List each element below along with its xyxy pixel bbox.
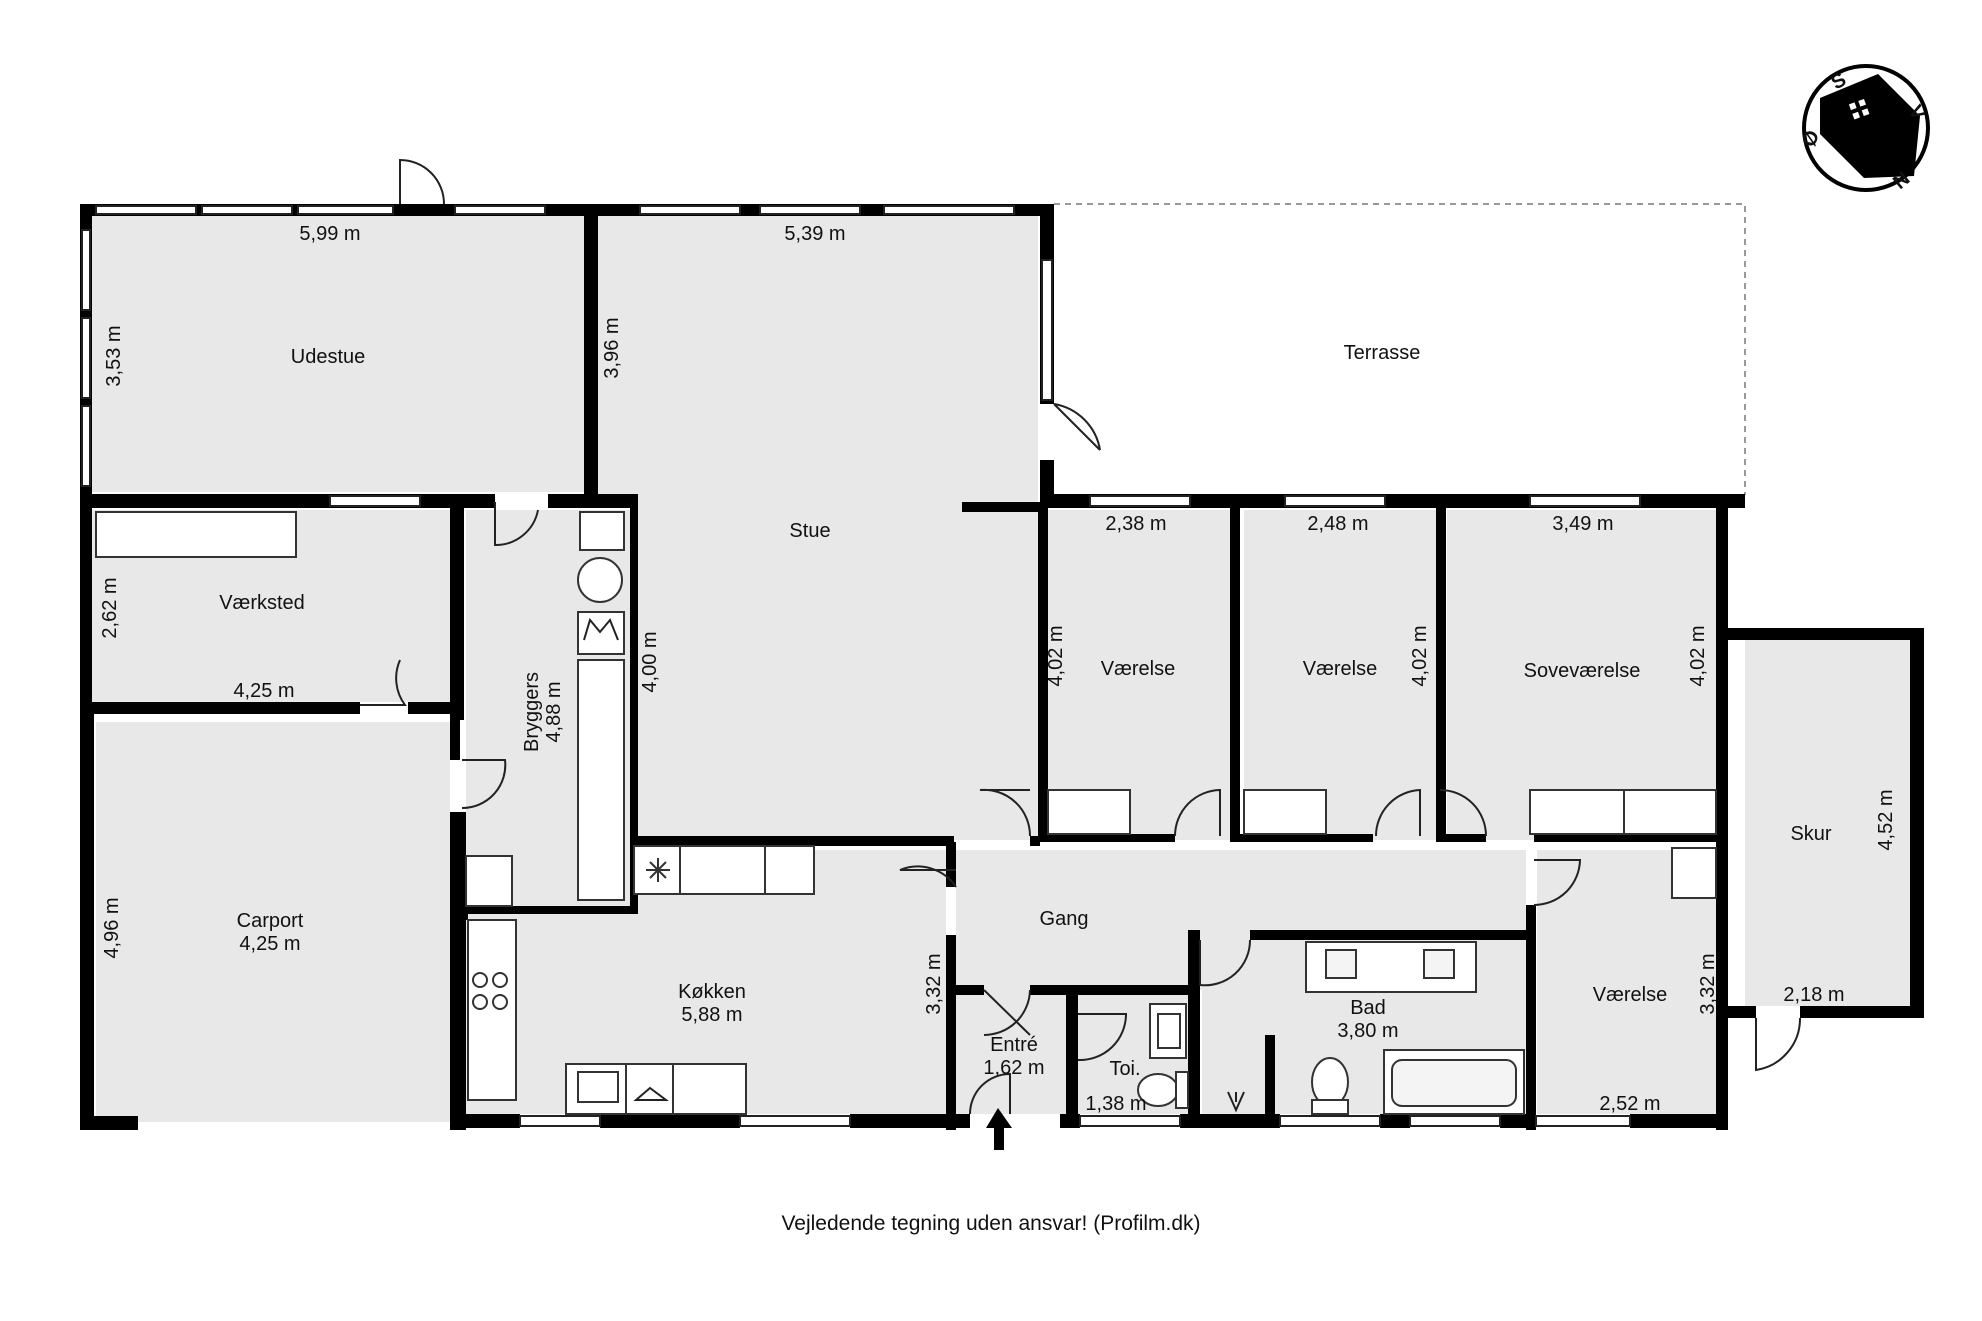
koekken-width: 5,88 m (681, 1004, 742, 1026)
bad-width: 3,80 m (1337, 1020, 1398, 1042)
floor-skur (1745, 640, 1910, 1006)
kitchen-sink (577, 1071, 619, 1103)
carport-width: 4,25 m (239, 933, 300, 955)
floor-carport (96, 722, 450, 1122)
fixtures (95, 511, 1717, 1115)
udestue-height: 3,53 m (103, 325, 125, 386)
terrasse-outline (1054, 203, 1746, 495)
skur-width: 2,18 m (1783, 984, 1844, 1006)
vaerelse1-width: 2,38 m (1105, 513, 1166, 535)
vaerelse1-height: 4,02 m (1045, 625, 1067, 686)
vaerksted-height: 2,62 m (99, 577, 121, 638)
entre-width: 1,62 m (983, 1057, 1044, 1079)
stue-name: Stue (789, 520, 830, 542)
compass-icon: S V Ø N (1798, 64, 1930, 194)
vaerksted-name: Værksted (219, 592, 305, 614)
toi-width: 1,38 m (1085, 1093, 1146, 1115)
stue-height-upper: 3,96 m (601, 317, 623, 378)
drain-icon (1227, 1091, 1245, 1113)
floor-sovevaerelse (1447, 510, 1727, 840)
disclaimer-text: Vejledende tegning uden ansvar! (Profilm… (781, 1212, 1201, 1235)
floor-vaerelse1 (1046, 510, 1234, 840)
compass-letter-oe: Ø (1798, 128, 1824, 150)
vaerelse2-height: 4,02 m (1409, 625, 1431, 686)
carport-height: 4,96 m (101, 897, 123, 958)
freezer-snowflake-icon (646, 858, 670, 882)
floor-stue (598, 212, 1038, 502)
stove-icon (472, 972, 508, 1010)
kitchen-left-counter (467, 919, 517, 1101)
vaerelse3-width: 2,52 m (1599, 1093, 1660, 1115)
sovevaerelse-height: 4,02 m (1687, 625, 1709, 686)
windows (81, 205, 1641, 1127)
room-floors (90, 212, 1910, 1122)
terrasse-name: Terrasse (1344, 342, 1421, 364)
floor-udestue (90, 212, 590, 492)
bryggers-dim: 4,88 m (543, 681, 565, 742)
vaerelse3-name: Værelse (1593, 984, 1667, 1006)
floor-vaerelse2 (1244, 510, 1437, 840)
sovevaerelse-name: Soveværelse (1524, 660, 1641, 682)
udestue-width: 5,99 m (299, 223, 360, 245)
vaerelse2-name: Værelse (1303, 658, 1377, 680)
koekken-height: 3,32 m (923, 953, 945, 1014)
carport-name: Carport (237, 910, 304, 932)
udestue-name: Udestue (291, 346, 366, 368)
vaerelse2-width: 2,48 m (1307, 513, 1368, 535)
koekken-name: Køkken (678, 981, 746, 1003)
toi-name: Toi. (1109, 1058, 1140, 1080)
gang-name: Gang (1040, 908, 1089, 930)
washer (577, 557, 623, 603)
skur-height: 4,52 m (1875, 789, 1897, 850)
stue-height-lower: 4,00 m (639, 631, 661, 692)
entrance-arrow-icon (986, 1108, 1012, 1150)
vaerelse1-name: Værelse (1101, 658, 1175, 680)
sink-utility (577, 611, 625, 655)
floor-stue-lower (635, 502, 1038, 840)
stue-width: 5,39 m (784, 223, 845, 245)
bryggers-name: Bryggers (521, 672, 543, 752)
sovevaerelse-width: 3,49 m (1552, 513, 1613, 535)
doors (360, 158, 1802, 1115)
vaerksted-bench (95, 511, 297, 558)
bad-toilet (1311, 1057, 1349, 1107)
labels: 5,99 m Udestue 3,53 m 5,39 m 3,96 m Stue… (99, 223, 1897, 1115)
skur-name: Skur (1790, 823, 1831, 845)
bad-name: Bad (1350, 997, 1386, 1019)
vaerksted-width: 4,25 m (233, 680, 294, 702)
entre-name: Entré (990, 1034, 1038, 1056)
vaerelse3-height: 3,32 m (1697, 953, 1719, 1014)
